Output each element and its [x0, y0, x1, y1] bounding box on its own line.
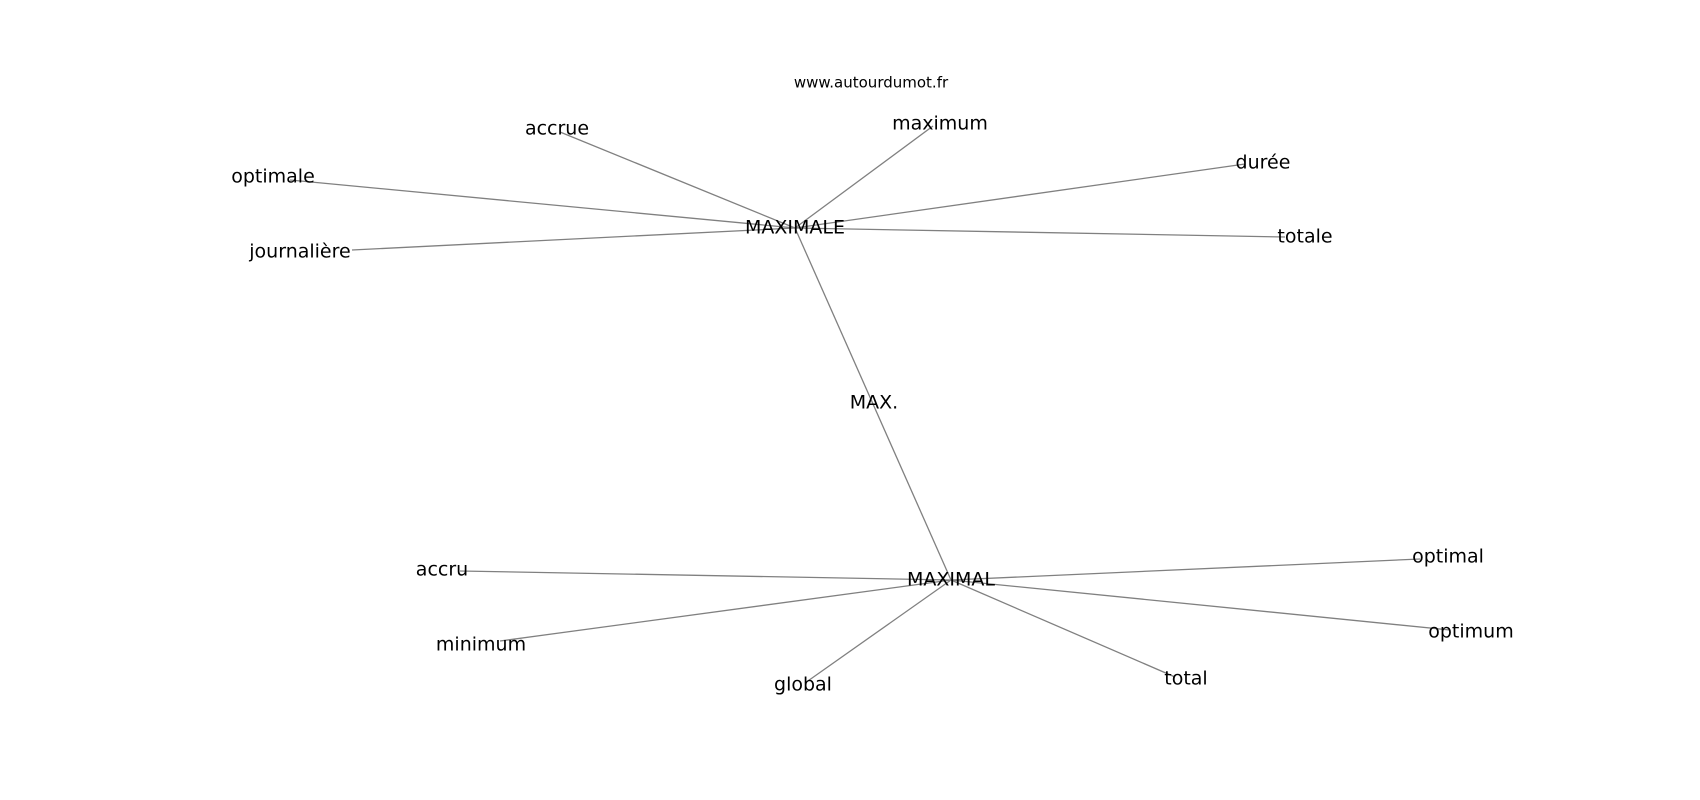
edge-maximale-journaliere	[351, 227, 796, 251]
edge-maximale-duree	[794, 163, 1246, 229]
edge-maximal-global	[804, 579, 952, 684]
edge-maximale-maximal	[794, 227, 952, 581]
node-duree[interactable]: durée	[1236, 152, 1291, 174]
edge-maximale-maximum	[794, 125, 934, 229]
edge-maximal-total	[950, 579, 1176, 678]
node-accrue[interactable]: accrue	[525, 118, 589, 140]
node-minimum[interactable]: minimum	[436, 634, 526, 656]
edge-maximal-optimal	[950, 558, 1421, 581]
source-watermark: www.autourdumot.fr	[794, 74, 949, 92]
node-optimal[interactable]: optimal	[1412, 546, 1484, 568]
node-accru[interactable]: accru	[416, 559, 468, 581]
graph-nodes: MAXIMALE MAXIMAL MAX. accrue maximum durée opt…	[231, 113, 1514, 696]
node-total[interactable]: total	[1164, 668, 1207, 690]
edge-maximale-totale	[794, 227, 1286, 238]
node-maximal[interactable]: MAXIMAL	[907, 569, 995, 591]
node-optimum[interactable]: optimum	[1428, 621, 1513, 643]
node-maximale[interactable]: MAXIMALE	[745, 217, 845, 239]
edge-maximal-accru	[459, 570, 952, 581]
node-journaliere[interactable]: journalière	[248, 241, 350, 263]
node-totale[interactable]: totale	[1277, 226, 1332, 248]
graph-edges	[289, 125, 1451, 684]
edge-maximale-optimale	[289, 179, 796, 229]
edge-maximale-accrue	[559, 131, 796, 229]
node-global[interactable]: global	[774, 674, 832, 696]
node-max[interactable]: MAX.	[850, 392, 898, 414]
edge-maximal-optimum	[950, 579, 1451, 631]
edge-maximal-minimum	[499, 579, 952, 642]
node-optimale[interactable]: optimale	[231, 166, 315, 188]
node-maximum[interactable]: maximum	[892, 113, 988, 135]
